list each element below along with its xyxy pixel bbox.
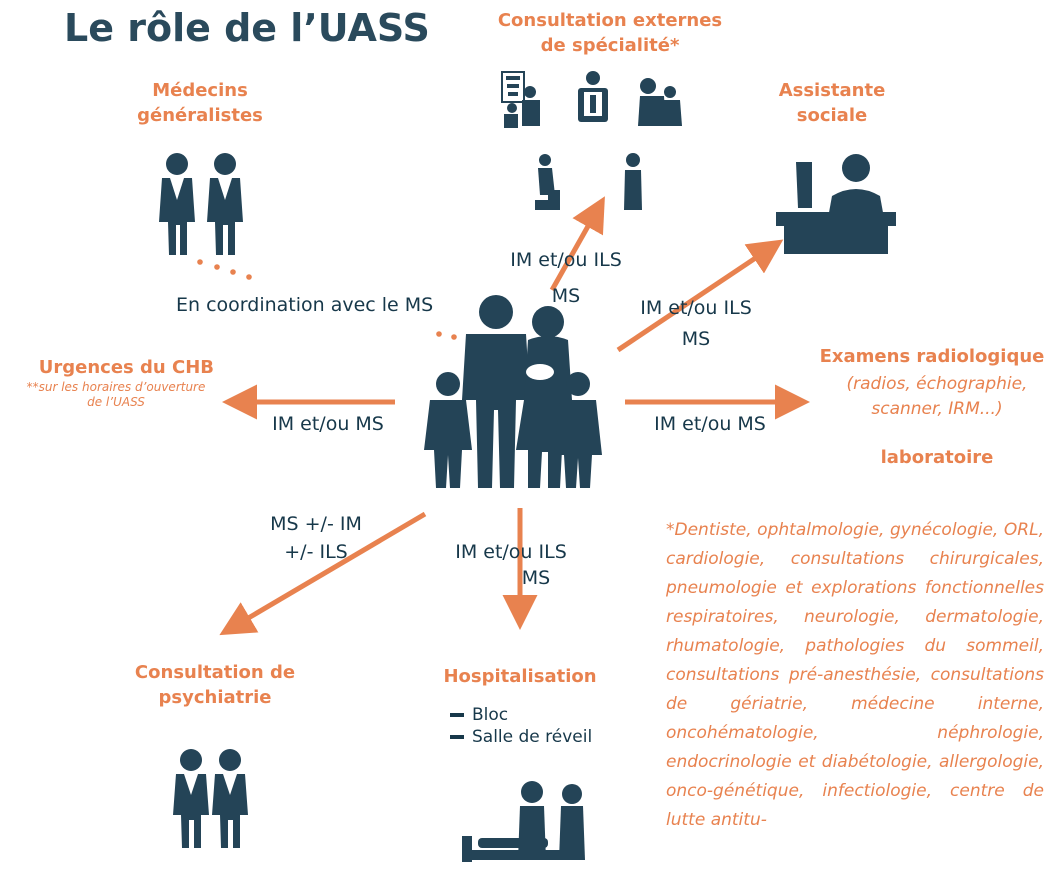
dash-icon xyxy=(450,735,464,739)
coordination-dots xyxy=(197,259,457,340)
node-hospitalisation: Hospitalisation xyxy=(443,666,597,687)
examens-detail: (radios, échographie, scanner, IRM...) xyxy=(846,374,1028,419)
edge-psych-line2: +/- ILS xyxy=(284,541,348,563)
node-psychiatrie: Consultation de psychiatrie xyxy=(134,662,296,708)
arrow-to-assistante xyxy=(616,239,784,353)
hospitalisation-list: Bloc Salle de réveil xyxy=(450,704,592,748)
page-title: Le rôle de l’UASS xyxy=(64,6,430,50)
edge-examens: IM et/ou MS xyxy=(654,413,766,435)
edge-urgences: IM et/ou MS xyxy=(272,413,384,435)
node-medecins-generalistes: Médecins généralistes xyxy=(137,80,263,126)
edge-top-line2: MS xyxy=(551,285,581,307)
dash-icon xyxy=(450,713,464,717)
edge-hosp-line2: MS xyxy=(521,567,551,589)
edge-assistante-line2: MS xyxy=(681,328,711,350)
edge-assistante-line1: IM et/ou ILS xyxy=(640,297,752,319)
edge-top-line1: IM et/ou ILS xyxy=(510,249,622,271)
doctors-icon xyxy=(159,153,243,255)
edge-coordination: En coordination avec le MS xyxy=(176,294,434,316)
node-urgences: Urgences du CHB xyxy=(38,357,214,378)
edge-hosp-line1: IM et/ou ILS xyxy=(455,541,567,563)
node-consultation-externes: Consultation externes de spécialité* xyxy=(497,10,723,56)
edge-psych-line1: MS +/- IM xyxy=(270,513,362,535)
list-item: Salle de réveil xyxy=(450,726,592,748)
arrow-to-psychiatrie xyxy=(219,511,427,636)
arrow-to-specialists xyxy=(549,196,605,292)
receptionist-icon xyxy=(776,154,896,254)
urgences-note: **sur les horaires d’ouverture de l’UASS xyxy=(26,380,206,409)
family-icon xyxy=(424,295,602,488)
node-laboratoire: laboratoire xyxy=(880,447,994,468)
node-assistante-sociale: Assistante sociale xyxy=(778,80,886,126)
hospital-bed-icon xyxy=(462,781,585,862)
specialist-icons xyxy=(501,71,682,210)
node-examens: Examens radiologique xyxy=(819,346,1045,367)
psychiatrists-icon xyxy=(173,749,248,848)
list-item: Bloc xyxy=(450,704,592,726)
footnote-specialties: *Dentiste, ophtalmologie, gynécologie, O… xyxy=(666,520,1044,830)
